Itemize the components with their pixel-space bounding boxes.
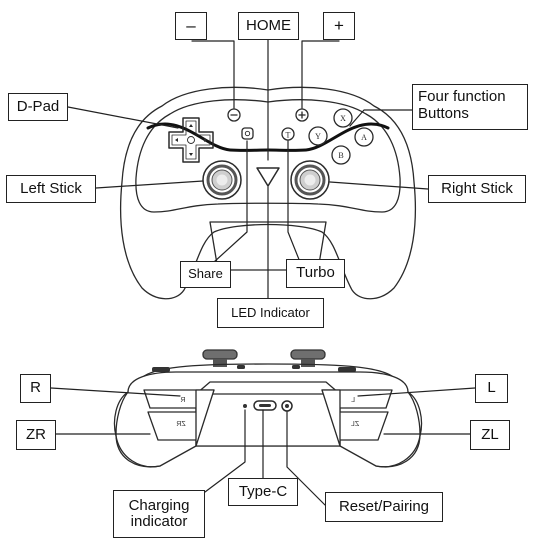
label-charging-line2: indicator bbox=[130, 513, 188, 530]
left-grip bbox=[113, 391, 161, 468]
label-charging-line1: Charging bbox=[128, 496, 190, 514]
top-leader-lines bbox=[50, 387, 476, 506]
label-r: R bbox=[20, 374, 51, 403]
home-button-shape bbox=[256, 167, 280, 187]
front-leader-lines bbox=[67, 39, 429, 299]
type-c-port bbox=[253, 400, 277, 411]
reset-pairing-hole bbox=[281, 400, 293, 412]
label-right-stick: Right Stick bbox=[428, 175, 526, 203]
label-turbo: Turbo bbox=[286, 259, 345, 288]
dpad-shape bbox=[168, 117, 214, 163]
controller-top-view: R ZR L ZL bbox=[113, 349, 423, 468]
label-minus: – bbox=[175, 12, 207, 40]
r-bumper-mark: R bbox=[180, 397, 185, 404]
label-left-stick: Left Stick bbox=[6, 175, 96, 203]
label-dpad: D-Pad bbox=[8, 93, 68, 121]
label-reset-pairing: Reset/Pairing bbox=[325, 492, 443, 522]
label-four-function-line2: Buttons bbox=[418, 104, 469, 122]
l-bumper-mark: L bbox=[351, 397, 355, 404]
charging-indicator-dot bbox=[243, 404, 247, 408]
share-button-shape bbox=[241, 127, 254, 140]
face-button-x: X bbox=[340, 114, 346, 123]
turbo-button-shape bbox=[281, 127, 295, 141]
label-home: HOME bbox=[238, 12, 299, 40]
front-face-outline bbox=[135, 99, 401, 213]
right-stick-shape bbox=[290, 160, 330, 200]
label-plus: + bbox=[323, 12, 355, 40]
face-button-b: B bbox=[338, 151, 343, 160]
label-four-function-line1: Four function bbox=[418, 88, 506, 105]
label-l: L bbox=[475, 374, 508, 403]
label-type-c: Type-C bbox=[228, 478, 298, 506]
face-buttons: X Y A B bbox=[308, 108, 374, 165]
left-stick-shape bbox=[202, 160, 242, 200]
zr-trigger-mark: ZR bbox=[176, 421, 185, 428]
minus-button-shape bbox=[227, 108, 241, 122]
face-button-y: Y bbox=[315, 132, 321, 141]
label-zr: ZR bbox=[16, 420, 56, 450]
svg-text:T: T bbox=[286, 131, 291, 140]
label-charging-indicator: Charging indicator bbox=[113, 490, 205, 538]
controller-front-view: T X Y A B bbox=[120, 86, 416, 300]
right-grip bbox=[375, 391, 423, 468]
top-center-panel bbox=[195, 393, 341, 447]
top-left-stick-cap bbox=[202, 349, 238, 360]
plus-button-shape bbox=[295, 108, 309, 122]
label-four-function-buttons: Four function Buttons bbox=[412, 84, 528, 130]
zl-trigger-mark: ZL bbox=[351, 421, 359, 428]
label-zl: ZL bbox=[470, 420, 510, 450]
label-share: Share bbox=[180, 261, 231, 288]
label-led-indicator: LED Indicator bbox=[217, 298, 324, 328]
top-right-stick-cap bbox=[290, 349, 326, 360]
face-button-a: A bbox=[361, 133, 367, 142]
